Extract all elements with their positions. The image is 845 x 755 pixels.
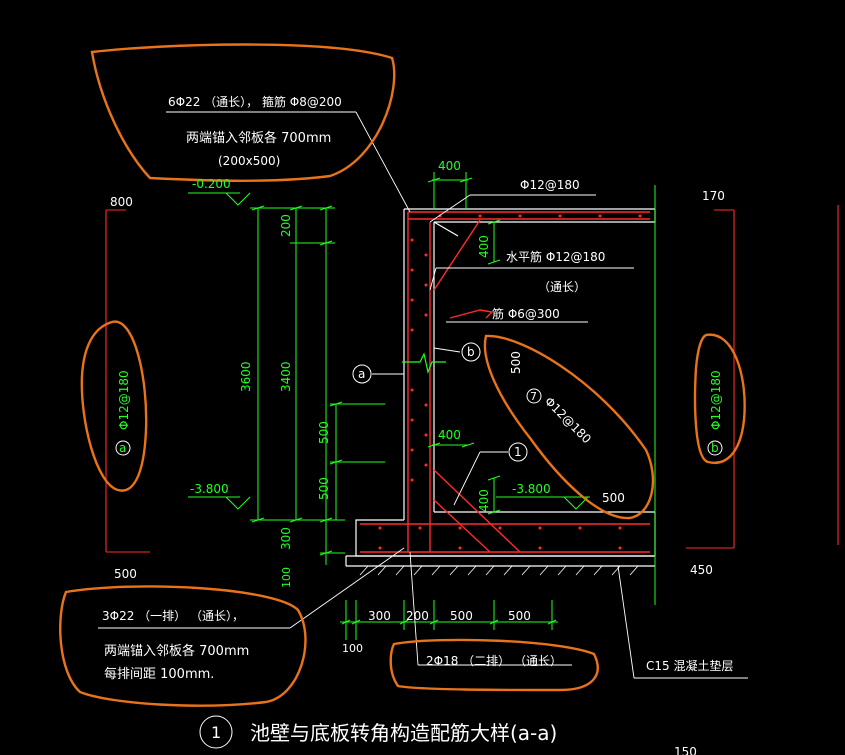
- break-line: [402, 352, 446, 375]
- dim-400-mid: 400: [438, 428, 461, 442]
- annotation-loops: [59, 43, 746, 707]
- rebar-layout: [360, 211, 650, 553]
- dim-170: 170: [702, 189, 725, 203]
- dim-500-right: 500: [602, 491, 625, 505]
- dim-800: 800: [110, 195, 133, 209]
- bottom-anchor-note: 两端锚入邻板各 700mm: [104, 643, 249, 659]
- dim-100-v: 100: [280, 567, 293, 588]
- dim-3600: 3600: [239, 361, 253, 392]
- left-rebar-spec: Φ12@180: [117, 370, 131, 430]
- marker-b-wall: b: [467, 345, 475, 359]
- elev-bottom-right: -3.800: [512, 482, 551, 496]
- annotation-texts: 6Φ22 （通长）， 箍筋 Φ8@200 两端锚入邻板各 700mm (200x…: [102, 94, 733, 755]
- title-number: 1: [211, 723, 221, 742]
- right-rebar-spec: Φ12@180: [709, 370, 723, 430]
- bottom-dim-100: 100: [342, 642, 363, 655]
- bottom-dim-500-2: 500: [508, 609, 531, 623]
- dim-500-a: 500: [317, 421, 331, 444]
- marker-b-right: b: [711, 441, 719, 455]
- marker-a-wall: a: [358, 367, 365, 381]
- diag-rebar-spec: Φ12@180: [542, 394, 594, 446]
- marker-1: 1: [514, 445, 522, 459]
- tie-bar-spec: 筋 Φ6@300: [492, 306, 560, 321]
- dim-500-b: 500: [317, 477, 331, 500]
- ground-hatch: [359, 565, 639, 576]
- dim-300-v: 300: [279, 527, 293, 550]
- side-markers: [105, 205, 839, 553]
- bottom-bar-2-spec: 2Φ18 （二排） （通长）: [426, 654, 562, 668]
- bottom-spacing-note: 每排间距 100mm.: [104, 666, 214, 682]
- dim-400-low: 400: [477, 489, 491, 512]
- top-right-rebar: Φ12@180: [520, 178, 580, 192]
- drawing-title: 池壁与底板转角构造配筋大样(a-a): [250, 721, 557, 745]
- dimension-texts: -0.200 -3.800 -3.800 400 400 200 3600 34…: [117, 159, 723, 588]
- dim-400-vert: 400: [477, 235, 491, 258]
- bottom-dim-150: 150: [674, 745, 697, 755]
- leader-lines: [98, 111, 748, 679]
- elev-top: -0.200: [192, 177, 231, 191]
- top-section-size: (200x500): [218, 154, 280, 168]
- elev-bottom-left: -3.800: [190, 482, 229, 496]
- dim-500-left: 500: [114, 567, 137, 581]
- dimension-lines: [188, 172, 656, 640]
- top-anchor-note: 两端锚入邻板各 700mm: [186, 130, 331, 146]
- bottom-dim-200: 200: [406, 609, 429, 623]
- dim-450: 450: [690, 563, 713, 577]
- dim-400-top: 400: [438, 159, 461, 173]
- bottom-dim-300: 300: [368, 609, 391, 623]
- concrete-note: C15 混凝土垫层: [646, 658, 733, 673]
- top-bar-spec: 6Φ22 （通长）， 箍筋 Φ8@200: [168, 94, 342, 109]
- horizontal-bar-continuous: （通长）: [538, 280, 586, 294]
- marker-a-left: a: [119, 441, 126, 455]
- marker-circles: [115, 342, 723, 749]
- bottom-bar-spec: 3Φ22 （一排） （通长），: [102, 609, 244, 623]
- bottom-dim-500-1: 500: [450, 609, 473, 623]
- horizontal-bar-spec: 水平筋 Φ12@180: [506, 249, 605, 264]
- dim-200: 200: [279, 214, 293, 237]
- dim-500-diag: 500: [509, 351, 523, 374]
- marker-7: 7: [530, 390, 537, 403]
- dim-3400: 3400: [279, 361, 293, 392]
